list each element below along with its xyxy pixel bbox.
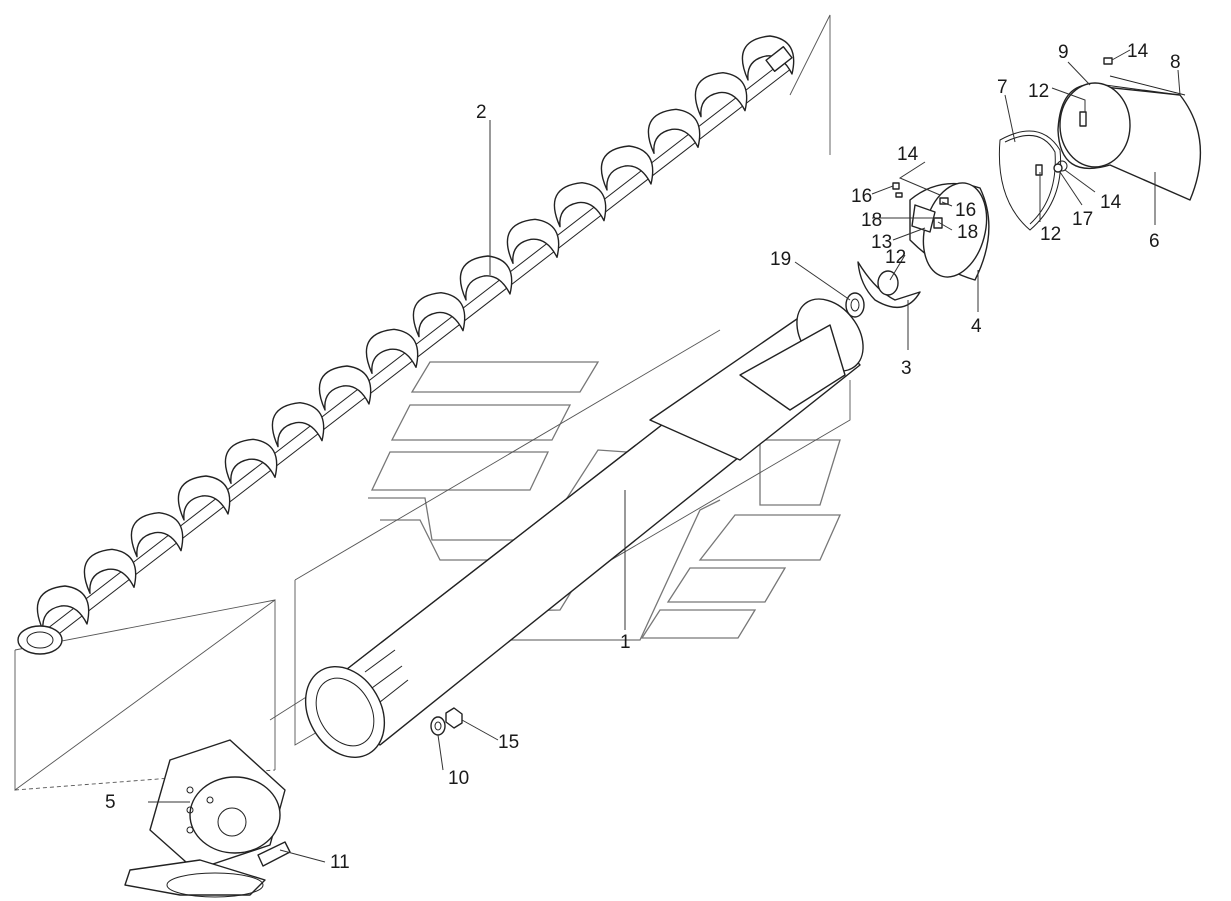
auger-flight <box>553 181 607 228</box>
washer-and-nut <box>430 707 463 736</box>
callout-labels: 1 2 3 4 5 6 7 8 9 10 11 12 12 12 13 14 1… <box>105 41 1181 873</box>
callout-12-cover: 12 <box>1028 81 1049 102</box>
callout-14-housing: 14 <box>897 144 919 165</box>
pin <box>257 841 291 867</box>
callout-1: 1 <box>620 632 631 653</box>
end-cap-housing <box>909 182 990 281</box>
auger-flight <box>318 365 372 411</box>
auger-flight <box>83 548 137 595</box>
auger-flight <box>224 438 278 485</box>
callout-12-housing: 12 <box>885 247 906 268</box>
callout-14-ring: 14 <box>1100 192 1122 213</box>
auger-flight <box>741 35 795 81</box>
auger-flight <box>647 108 701 155</box>
callout-18-left: 18 <box>861 210 882 231</box>
callout-17: 17 <box>1072 209 1093 230</box>
callout-5: 5 <box>105 792 116 813</box>
callout-16-right: 16 <box>955 200 976 221</box>
callout-12-ring: 12 <box>1040 224 1061 245</box>
leader-lines <box>148 49 1181 863</box>
auger-screw <box>17 35 795 655</box>
auger-flight <box>694 71 748 118</box>
lower-housing <box>124 739 286 898</box>
callout-2: 2 <box>476 102 487 123</box>
callout-19: 19 <box>770 249 791 270</box>
auger-flight <box>412 291 466 338</box>
conveyor-tube <box>304 298 864 758</box>
auger-flight <box>459 255 513 301</box>
clamp-ring <box>998 130 1062 231</box>
callout-7: 7 <box>997 77 1008 98</box>
callout-13: 13 <box>871 232 892 253</box>
cover <box>1056 82 1202 201</box>
auger-flight <box>506 218 560 265</box>
callout-14-rod: 14 <box>1127 41 1149 62</box>
auger-flight <box>365 328 419 375</box>
callout-11: 11 <box>330 852 350 873</box>
callout-3: 3 <box>901 358 912 379</box>
callout-10: 10 <box>448 768 469 789</box>
auger-flight <box>271 401 325 448</box>
callout-4: 4 <box>971 316 982 337</box>
callout-16-left: 16 <box>851 186 872 207</box>
auger-flight <box>177 475 231 521</box>
callout-8: 8 <box>1170 52 1181 73</box>
callout-15: 15 <box>498 732 519 753</box>
auger-flight <box>36 585 90 631</box>
bearing-bracket <box>857 261 921 309</box>
callout-6: 6 <box>1149 231 1160 252</box>
callout-18-right: 18 <box>957 222 978 243</box>
callout-9: 9 <box>1058 42 1069 63</box>
auger-flight <box>600 145 654 191</box>
auger-flight <box>130 511 184 558</box>
rod <box>1109 75 1186 96</box>
bearing <box>845 292 865 318</box>
